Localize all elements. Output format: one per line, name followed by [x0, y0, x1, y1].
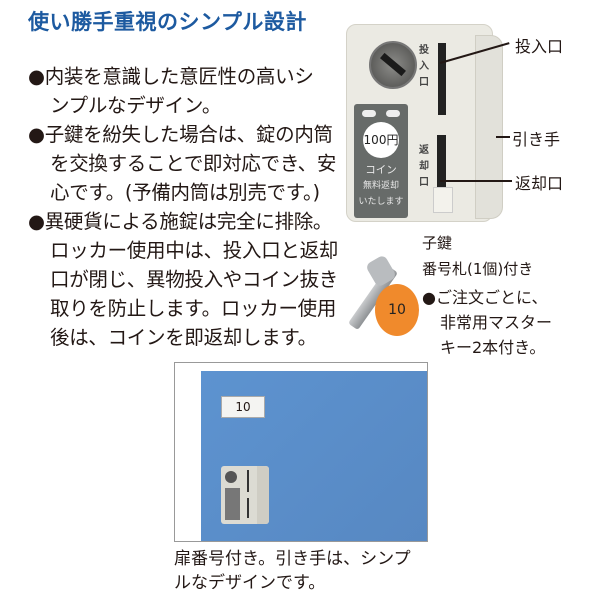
panel-text: いたします: [358, 197, 404, 207]
photo-caption-2: ルなデザインです。: [174, 573, 326, 593]
bullet-3-line-3: 口が閉じ、異物投入やコイン抜き: [50, 268, 339, 291]
bullet-1-line-1: ●内装を意識した意匠性の高いシ: [28, 65, 314, 88]
locker-photo: 10: [174, 362, 428, 542]
return-tab: [433, 187, 453, 213]
bullet-1-line-2: ンプルなデザイン。: [50, 94, 222, 117]
door-number-plate: 10: [221, 396, 265, 418]
coin-panel: 100円 コイン 無料返却 いたします: [354, 104, 408, 218]
bullet-2-line-2: を交換することで即対応でき、安: [50, 152, 337, 175]
pull-handle: [475, 35, 503, 219]
callout-return: 返却口: [515, 174, 564, 193]
lock-slot: [247, 498, 249, 518]
leader-line: [440, 180, 512, 182]
lock-panel: [225, 488, 240, 520]
leader-line: [496, 136, 510, 138]
key-note-3: キー2本付き。: [440, 338, 546, 357]
page-title: 使い勝手重視のシンプル設計: [28, 10, 307, 34]
bullet-3-line-4: 取りを防止します。ロッカー使用: [50, 297, 337, 320]
lock-slot: [247, 470, 249, 492]
bullet-3-line-1: ●異硬貨による施錠は完全に排除。: [28, 210, 333, 233]
tag-number: 10: [388, 302, 406, 318]
coin-return-slot: [437, 135, 446, 199]
door-number: 10: [235, 400, 251, 414]
bullet-3-line-2: ロッカー使用中は、投入口と返却: [50, 239, 339, 262]
door-lock: [221, 466, 269, 524]
coin-value-badge: 100円: [363, 122, 399, 158]
key-head: [364, 254, 398, 288]
key-caption-2: 番号札(1個)付き: [422, 260, 534, 278]
callout-insert: 投入口: [515, 37, 564, 56]
key-caption-1: 子鍵: [422, 234, 453, 252]
key-cylinder: [369, 41, 417, 89]
locker-door: 10: [201, 371, 427, 541]
callout-handle: 引き手: [512, 130, 561, 149]
key-note-2: 非常用マスター: [440, 313, 553, 332]
panel-text: 無料返却: [362, 181, 399, 191]
bullet-2-line-1: ●子鍵を紛失した場合は、錠の内筒: [28, 123, 333, 146]
panel-text: コイン: [365, 164, 397, 176]
panel-indicator: [386, 110, 400, 117]
keyhole-icon: [380, 52, 406, 77]
coin-lock-unit: 100円 コイン 無料返却 いたします 投入口 返却口: [346, 24, 503, 222]
insert-label-vertical: 投入口: [419, 45, 429, 88]
photo-caption-1: 扉番号付き。引き手は、シンプ: [174, 549, 411, 569]
number-tag: 10: [375, 284, 419, 336]
key-note-1: ●ご注文ごとに、: [422, 288, 548, 307]
panel-indicator: [362, 110, 376, 117]
coin-value: 100円: [363, 133, 399, 147]
coin-insert-slot: [438, 43, 446, 115]
return-label-vertical: 返却口: [419, 145, 429, 188]
bullet-3-line-5: 後は、コインを即返却します。: [50, 326, 317, 349]
lock-cylinder: [225, 471, 237, 483]
lock-handle: [257, 466, 269, 524]
bullet-2-line-3: 心です。(予備内筒は別売です。): [50, 181, 320, 204]
